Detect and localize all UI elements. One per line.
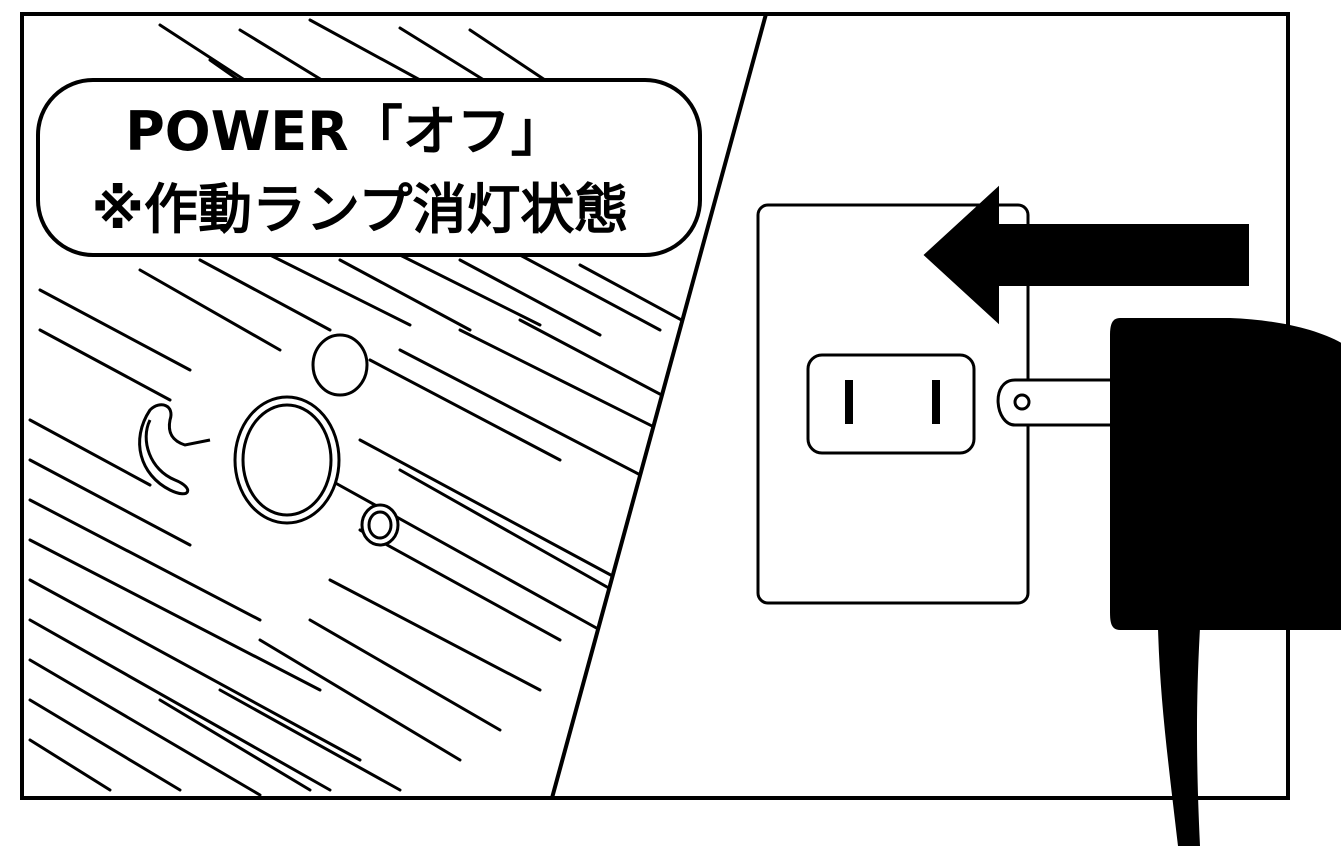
outlet-slot-left [845, 380, 853, 424]
ac-adapter-plug-icon [996, 318, 1341, 846]
outlet-receptacle [806, 353, 976, 455]
plug-cord [1158, 628, 1200, 846]
callout-title: POWER「オフ」 [125, 100, 565, 163]
left-arrow-icon [923, 185, 1249, 325]
callout-bubble [36, 78, 702, 257]
power-off-callout: POWER「オフ」 ※作動ランプ消灯状態 [36, 78, 702, 257]
plug-body [1110, 318, 1341, 630]
mounting-hook [138, 403, 211, 496]
device-back-panel [28, 18, 702, 797]
panel-divider [550, 13, 768, 799]
outlet-slot-right [932, 380, 940, 424]
plug-prong [996, 378, 1122, 427]
callout-subtitle: ※作動ランプ消灯状態 [92, 178, 629, 241]
device-holes [233, 333, 400, 547]
